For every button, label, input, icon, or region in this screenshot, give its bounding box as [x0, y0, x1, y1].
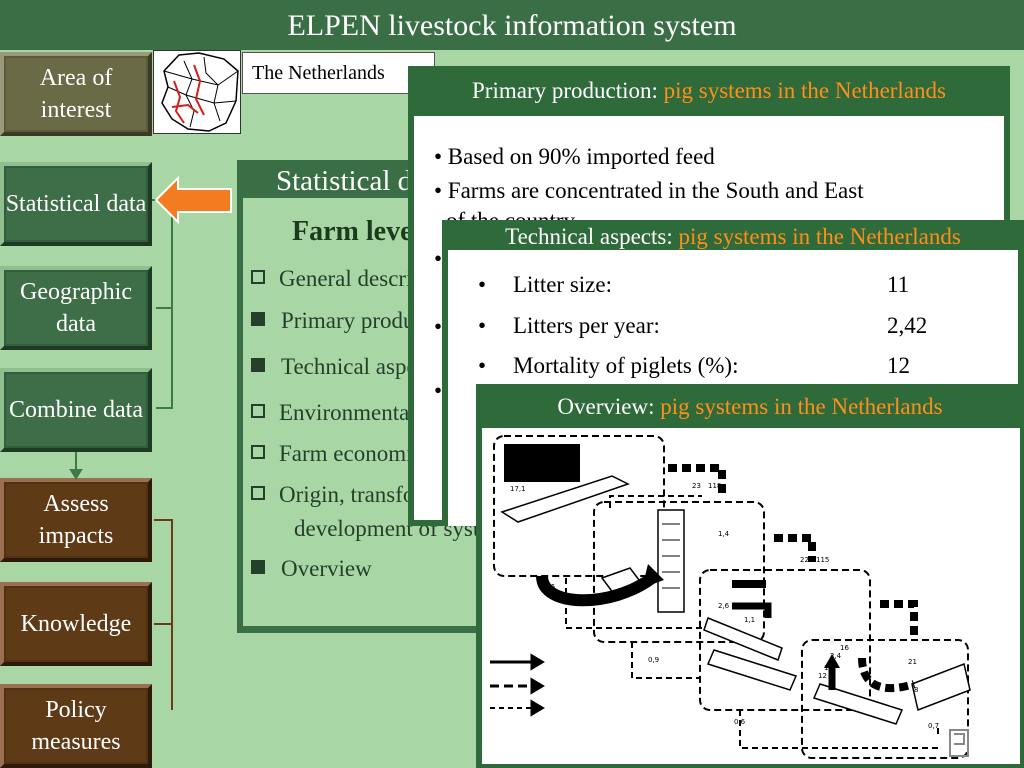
diagram-number-label: 0,6: [734, 718, 746, 726]
diagram-number-label: 16: [840, 644, 849, 652]
diagram-number-label: 115: [816, 556, 829, 564]
checkbox-icon: [251, 445, 265, 459]
checkbox-icon: [251, 270, 265, 284]
diagram-number-label: 23: [692, 482, 701, 490]
row-label: Litters per year:: [513, 313, 660, 338]
popup-title: Overview: pig systems in the Netherlands: [476, 394, 1024, 420]
menu-overview[interactable]: Overview: [251, 556, 372, 582]
title-prefix: Overview:: [557, 394, 655, 419]
technical-row: • Mortality of piglets (%):: [478, 353, 739, 379]
title-prefix: Primary production:: [472, 78, 658, 103]
diagram-number-label: 118: [708, 482, 721, 490]
nav-knowledge[interactable]: Knowledge: [0, 582, 152, 666]
diagram-number-label: 12: [818, 672, 827, 680]
diagram-number-label: 8,6: [544, 583, 556, 591]
diagram-number-label: 2,4: [830, 652, 842, 660]
square-bullet-icon: [251, 312, 265, 326]
nav-combine-data[interactable]: Combine data: [0, 368, 152, 452]
menu-label: Farm economics: [279, 441, 432, 466]
primary-bullet: •: [434, 246, 443, 271]
menu-label: Overview: [281, 556, 372, 581]
bullet: •: [478, 272, 487, 297]
primary-bullet: •: [434, 314, 443, 339]
checkbox-icon: [251, 404, 265, 418]
primary-bullet: •: [434, 378, 443, 403]
nav-geographic-data[interactable]: Geographic data: [0, 266, 152, 350]
title-highlight: pig systems in the Netherlands: [660, 394, 943, 419]
nav-connectors: [69, 199, 173, 710]
title-prefix: Technical aspects:: [505, 224, 673, 249]
row-label: Litter size:: [513, 272, 612, 297]
diagram-number-label: 2,6: [718, 602, 730, 610]
diagram-number-label: 1,4: [718, 530, 730, 538]
diagram-number-label: 0,9: [648, 656, 659, 664]
square-bullet-icon: [251, 358, 265, 372]
primary-line: • Based on 90% imported feed: [434, 144, 715, 169]
row-value: 12: [887, 353, 910, 378]
technical-row: • Litter size:: [478, 272, 612, 298]
left-arrow-icon: [154, 176, 232, 225]
area-label: The Netherlands: [242, 52, 435, 94]
diagram-number-label: 1,1: [744, 616, 755, 624]
title-highlight: pig systems in the Netherlands: [678, 224, 961, 249]
primary-line: • Farms are concentrated in the South an…: [434, 178, 864, 203]
nav-policy-measures[interactable]: Policy measures: [0, 684, 152, 768]
row-value: 11: [887, 272, 910, 297]
overview-popup: Overview: pig systems in the Netherlands: [476, 384, 1024, 768]
diagram-number-label: 12: [824, 664, 833, 672]
bullet: •: [478, 313, 487, 338]
title-highlight: pig systems in the Netherlands: [663, 78, 946, 103]
popup-title: Primary production: pig systems in the N…: [408, 78, 1010, 104]
diagram-number-label: 8: [914, 686, 918, 694]
bullet: •: [478, 353, 487, 378]
app-title: ELPEN livestock information system: [0, 0, 1024, 50]
nav-assess-impacts[interactable]: Assess impacts: [0, 478, 152, 562]
row-value: 2,42: [887, 313, 928, 338]
nav-area-of-interest[interactable]: Area of interest: [0, 52, 152, 136]
square-bullet-icon: [251, 560, 265, 574]
netherlands-map-icon[interactable]: [153, 50, 241, 134]
checkbox-icon: [251, 486, 265, 500]
diagram-number-label: 0,7: [928, 722, 939, 730]
diagram-number-label: 17,1: [510, 485, 526, 493]
diagram-number-label: 21: [908, 658, 917, 666]
farm-level-heading: Farm level: [292, 216, 421, 247]
nav-statistical-data[interactable]: Statistical data: [0, 162, 152, 246]
row-label: Mortality of piglets (%):: [513, 353, 739, 378]
technical-row: • Litters per year:: [478, 313, 660, 339]
menu-farm-economics[interactable]: Farm economics: [251, 441, 432, 467]
diagram-number-label: 22: [800, 556, 809, 564]
popup-title: Technical aspects: pig systems in the Ne…: [442, 224, 1024, 250]
